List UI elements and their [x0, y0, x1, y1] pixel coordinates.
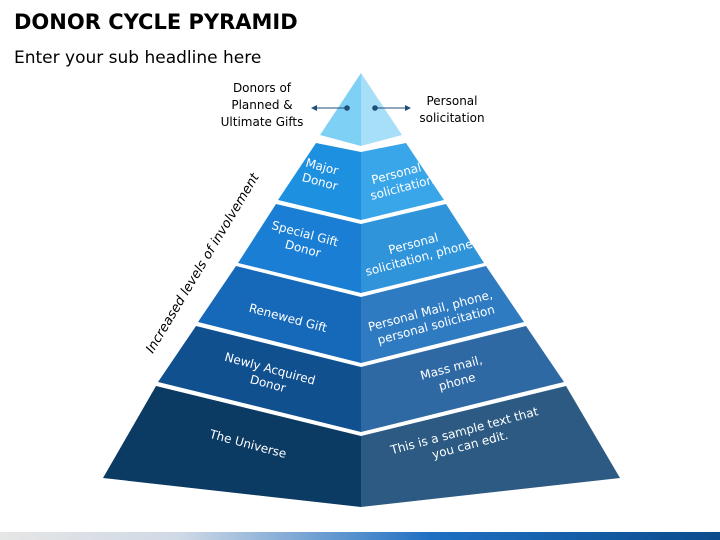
right-callout-text: Personal solicitation [406, 93, 498, 127]
level-4-left-face [158, 326, 361, 432]
level-2-left-face [238, 204, 361, 293]
right-callout-line: Personal [426, 94, 478, 108]
level-3-right-face [361, 266, 524, 363]
level-1-left-face [278, 143, 361, 220]
left-callout-dot [344, 105, 350, 111]
level-1-left-label: Major Donor [300, 156, 343, 194]
left-callout-text: Donors of Planned & Ultimate Gifts [214, 80, 310, 131]
apex-left-face [320, 73, 361, 146]
left-callout-line: Planned & [231, 98, 293, 112]
level-5-left-face [103, 386, 361, 507]
left-callout-line: Donors of [232, 81, 292, 95]
slide-subtitle: Enter your sub headline here [14, 48, 262, 68]
right-callout-line: solicitation [419, 111, 485, 125]
level-5-right-face [361, 386, 620, 507]
level-4-right-face [361, 326, 564, 432]
apex-right-face [361, 73, 402, 146]
slide-title: DONOR CYCLE PYRAMID [14, 10, 298, 34]
bottom-accent-bar [0, 532, 720, 540]
right-callout-dot [372, 105, 378, 111]
left-callout-line: Ultimate Gifts [220, 115, 304, 129]
level-2-right-face [361, 204, 484, 293]
level-3-left-face [198, 266, 361, 363]
level-1-right-face [361, 143, 444, 220]
